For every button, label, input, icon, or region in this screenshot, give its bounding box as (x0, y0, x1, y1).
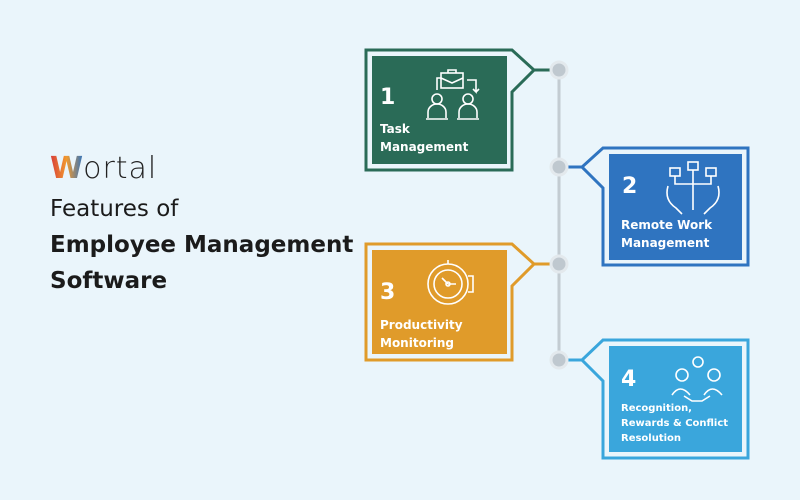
handshake-people-icon (671, 356, 723, 402)
clock-gear-icon (427, 260, 474, 305)
timeline-node-3 (549, 254, 569, 274)
timeline-node-4 (549, 350, 569, 370)
feature-number: 3 (380, 280, 395, 305)
feature-label: Monitoring (380, 336, 454, 350)
feature-label: Management (380, 140, 469, 154)
timeline-node-1 (549, 60, 569, 80)
heading-line-2: Employee Management (50, 232, 354, 258)
remote-team-hands-icon (666, 161, 720, 215)
task-delegation-icon (426, 69, 480, 120)
feature-label: Rewards & Conflict (621, 418, 728, 429)
feature-label: Management (621, 236, 710, 250)
feature-card-2: 2 Remote Work Management (566, 146, 750, 267)
heading-line-3: Software (50, 268, 168, 294)
heading-line-1: Features of (50, 196, 179, 222)
feature-label: Productivity (380, 318, 463, 332)
feature-label: Recognition, (621, 403, 692, 414)
feature-label: Remote Work (621, 218, 713, 232)
feature-card-4: 4 Recognition, Rewards & Conflict Resolu… (566, 338, 750, 460)
feature-label: Resolution (621, 433, 681, 444)
feature-number: 1 (380, 85, 395, 110)
feature-number: 2 (622, 174, 637, 199)
feature-card-1: 1 Task Management (364, 48, 550, 172)
feature-card-3: 3 Productivity Monitoring (364, 242, 550, 362)
feature-number: 4 (621, 367, 636, 392)
feature-label: Task (380, 122, 411, 136)
timeline-node-2 (549, 157, 569, 177)
